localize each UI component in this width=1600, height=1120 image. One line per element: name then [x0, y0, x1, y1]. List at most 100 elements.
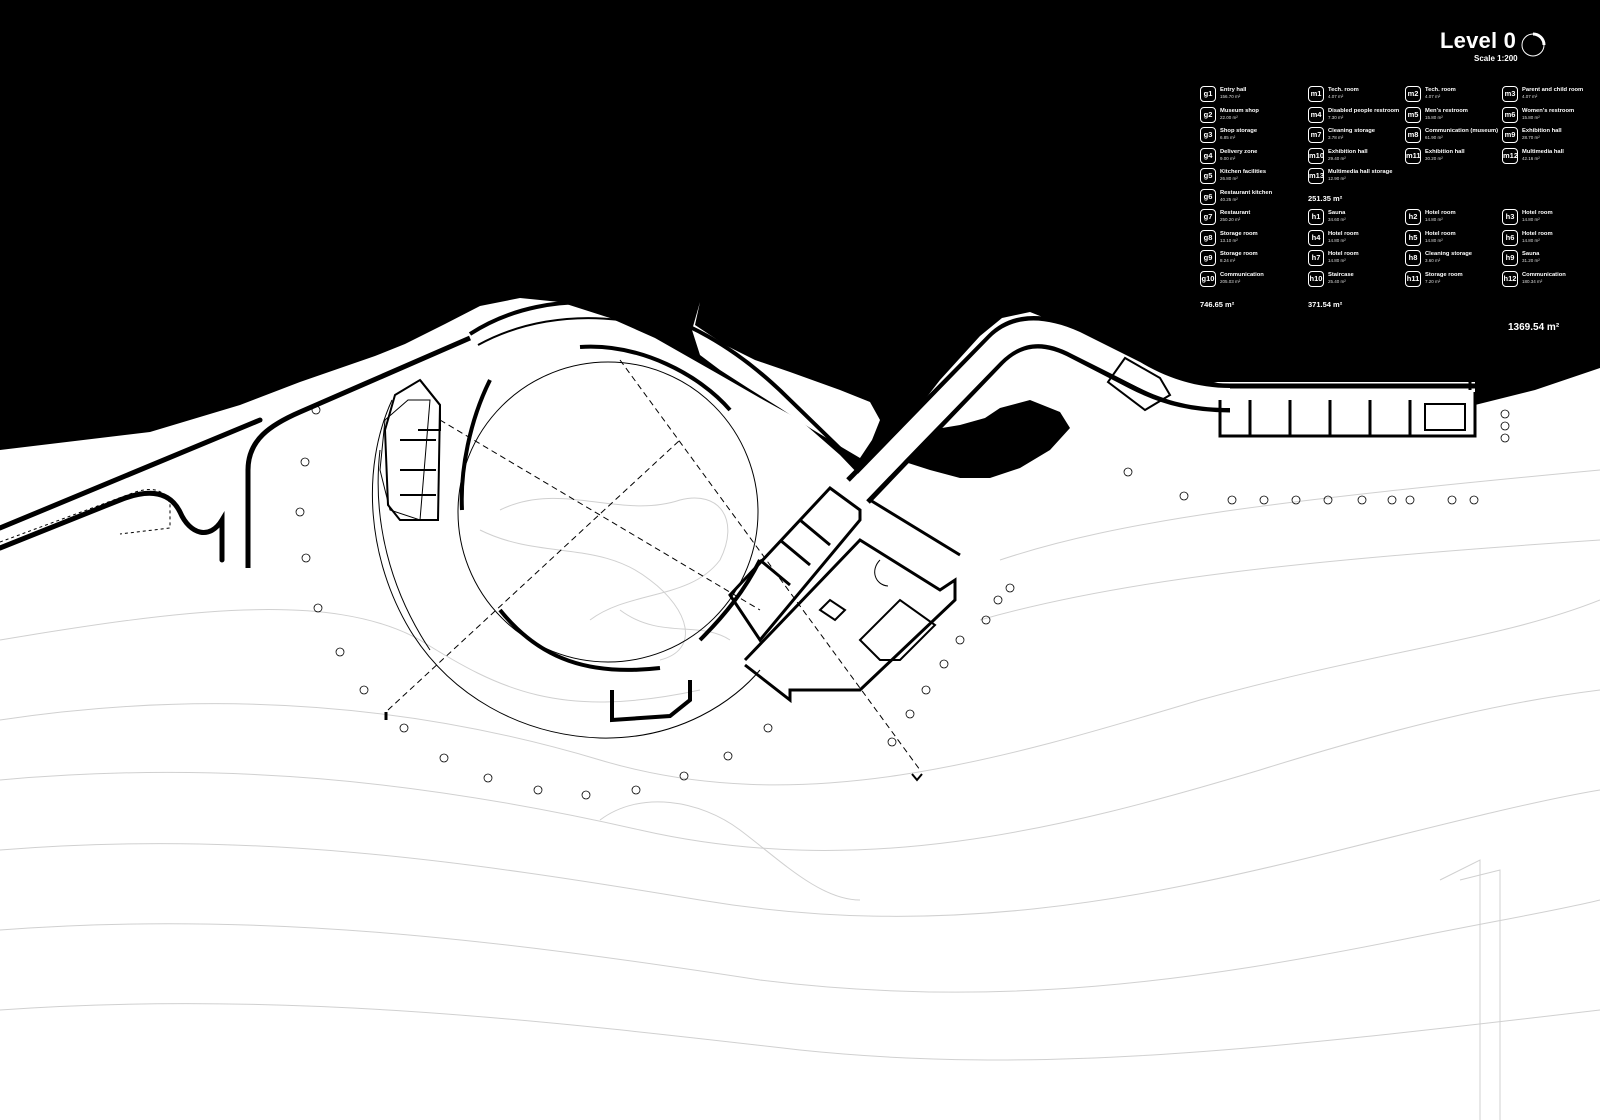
room-area: 12.90 m²: [1328, 176, 1346, 181]
room-code: m4: [1308, 106, 1324, 123]
room-code: m1: [1308, 86, 1324, 102]
bridge-fill: [850, 320, 1230, 500]
room-code: h10: [1308, 270, 1324, 287]
road: [0, 417, 263, 563]
room-code: h1: [1308, 209, 1324, 225]
room-area: 4.07 m²: [1522, 94, 1538, 99]
room-code: m6: [1502, 106, 1518, 123]
room-name: Hotel room: [1522, 210, 1553, 216]
room-area: 15.80 m²: [1522, 114, 1540, 120]
room-name: Cleaning storage: [1328, 128, 1376, 134]
room-name: Communication: [1220, 271, 1264, 278]
room-name: Multimedia hall: [1522, 148, 1564, 155]
room-area: 7.20 m²: [1425, 278, 1441, 284]
north-arrow-icon: [1521, 32, 1546, 57]
room-area: 22.00 m²: [1220, 114, 1238, 120]
room-code: h8: [1405, 250, 1421, 266]
room-name: Delivery zone: [1220, 148, 1258, 155]
room-name: Men's restroom: [1425, 107, 1468, 114]
room-area: 180.34 m²: [1522, 278, 1543, 284]
room-name: Sauna: [1522, 251, 1540, 257]
room-code: m13: [1308, 168, 1324, 184]
room-area: 61.90 m²: [1425, 135, 1443, 140]
room-code: m5: [1405, 106, 1421, 123]
room-name: Communication (museum): [1425, 128, 1499, 134]
room-area: 205.03 m²: [1220, 278, 1241, 284]
room-area: 25.40 m²: [1328, 278, 1346, 284]
room-code: g9: [1200, 250, 1216, 266]
room-code: m12: [1502, 147, 1518, 164]
room-name: Hotel room: [1425, 230, 1456, 237]
total-g: 746.65 m²: [1200, 300, 1235, 309]
room-code: h11: [1405, 270, 1421, 287]
room-code: m10: [1308, 147, 1324, 164]
room-area: 6.85 m²: [1220, 135, 1236, 140]
axis-lines: [387, 359, 921, 771]
room-name: Storage room: [1220, 251, 1258, 257]
room-code: m7: [1308, 127, 1324, 143]
room-name: Exhibition hall: [1522, 128, 1562, 134]
room-code: m11: [1405, 147, 1421, 164]
section-mark: [911, 773, 923, 782]
total-m: 251.35 m²: [1308, 194, 1343, 203]
room-code: h12: [1502, 270, 1518, 287]
room-code: g8: [1200, 229, 1216, 246]
room-area: 14.80 m²: [1328, 258, 1346, 263]
room-area: 15.80 m²: [1425, 114, 1443, 120]
tree-markers: [295, 405, 1510, 800]
room-name: Staircase: [1328, 271, 1354, 278]
room-code: h5: [1405, 229, 1421, 246]
room-code: h3: [1502, 209, 1518, 225]
room-area: 7.30 m²: [1328, 114, 1344, 120]
room-name: Women's restroom: [1522, 107, 1575, 114]
room-area: 26.80 m²: [1220, 176, 1238, 181]
room-area: 156.70 m²: [1220, 94, 1241, 99]
room-code: h6: [1502, 229, 1518, 246]
inlet: [888, 400, 1070, 478]
room-name: Sauna: [1328, 210, 1346, 216]
room-name: Hotel room: [1328, 251, 1359, 257]
room-name: Communication: [1522, 271, 1566, 278]
room-code: g4: [1200, 147, 1216, 164]
room-name: Hotel room: [1522, 230, 1553, 237]
room-name: Storage room: [1425, 271, 1463, 278]
room-name: Shop storage: [1220, 128, 1258, 134]
room-area: 31.20 m²: [1522, 258, 1540, 263]
room-area: 3.60 m²: [1425, 258, 1441, 263]
total-h: 371.54 m²: [1308, 300, 1343, 309]
room-area: 9.00 m²: [1220, 155, 1236, 161]
room-area: 8.24 m²: [1220, 258, 1236, 263]
room-area: 42.16 m²: [1522, 155, 1540, 161]
room-code: h7: [1308, 250, 1324, 266]
room-area: 3.78 m²: [1328, 135, 1344, 140]
scale-label: Scale 1:200: [1474, 54, 1518, 63]
room-name: Kitchen facilities: [1220, 169, 1267, 175]
room-name: Cleaning storage: [1425, 251, 1473, 257]
room-code: g7: [1200, 209, 1216, 225]
room-area: 4.07 m²: [1425, 94, 1441, 99]
room-name: Tech. room: [1328, 87, 1359, 93]
room-code: m8: [1405, 127, 1421, 143]
room-name: Museum shop: [1220, 107, 1259, 114]
room-name: Hotel room: [1425, 210, 1456, 216]
room-name: Entry hall: [1220, 87, 1247, 93]
legend-entry: m8 Communication (museum)61.90 m²: [1405, 127, 1500, 145]
room-area: 34.60 m²: [1328, 217, 1346, 222]
room-area: 14.80 m²: [1425, 217, 1443, 222]
